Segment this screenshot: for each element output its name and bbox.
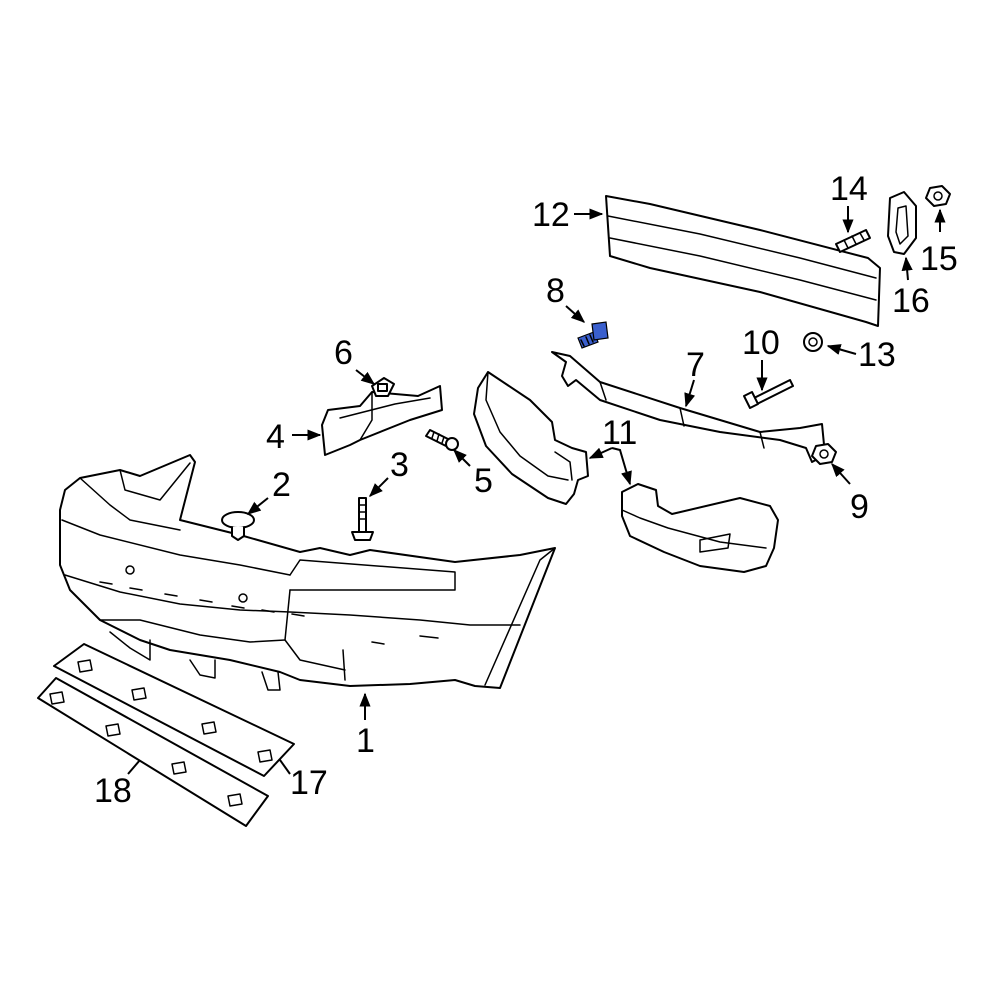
highlighted-bolt[interactable] bbox=[577, 321, 609, 349]
callout-14: 14 bbox=[830, 170, 868, 208]
washer-nut-13[interactable] bbox=[803, 332, 823, 352]
callout-18: 18 bbox=[94, 772, 132, 810]
push-retainer[interactable] bbox=[221, 511, 255, 541]
callout-4: 4 bbox=[266, 418, 285, 456]
callouts: 1 2 3 4 5 6 7 8 9 10 11 12 13 14 15 16 1… bbox=[94, 170, 958, 810]
hex-nut-9[interactable] bbox=[811, 443, 837, 465]
bolt[interactable] bbox=[351, 497, 374, 541]
bumper-cover[interactable] bbox=[59, 454, 556, 691]
energy-absorber-right[interactable] bbox=[621, 483, 779, 573]
callout-13: 13 bbox=[858, 336, 896, 374]
callout-12: 12 bbox=[532, 196, 570, 234]
callout-8: 8 bbox=[546, 272, 565, 310]
spacer-plate[interactable] bbox=[887, 191, 917, 255]
callout-15: 15 bbox=[920, 240, 958, 278]
callout-10: 10 bbox=[742, 324, 780, 362]
callout-11: 11 bbox=[602, 414, 637, 452]
absorber-bracket[interactable] bbox=[551, 351, 826, 463]
screw[interactable] bbox=[425, 429, 459, 451]
lower-strip-18[interactable] bbox=[37, 677, 269, 827]
energy-absorber-left[interactable] bbox=[473, 371, 589, 505]
callout-3: 3 bbox=[390, 446, 409, 484]
callout-1: 1 bbox=[356, 722, 375, 760]
mounting-bracket[interactable] bbox=[321, 385, 443, 456]
clip-nut[interactable] bbox=[371, 377, 395, 397]
stud-14[interactable] bbox=[835, 229, 871, 253]
callout-2: 2 bbox=[272, 466, 291, 504]
callout-16: 16 bbox=[892, 282, 930, 320]
hex-nut-15[interactable] bbox=[925, 185, 951, 207]
stud-bolt[interactable] bbox=[743, 379, 794, 409]
callout-7: 7 bbox=[686, 346, 705, 384]
leader-lines bbox=[127, 206, 946, 775]
lower-strip-17[interactable] bbox=[53, 643, 295, 777]
callout-17: 17 bbox=[290, 764, 328, 802]
reinforcement-beam[interactable] bbox=[605, 195, 881, 327]
callout-9: 9 bbox=[850, 488, 869, 526]
callout-5: 5 bbox=[474, 462, 493, 500]
callout-6: 6 bbox=[334, 334, 353, 372]
